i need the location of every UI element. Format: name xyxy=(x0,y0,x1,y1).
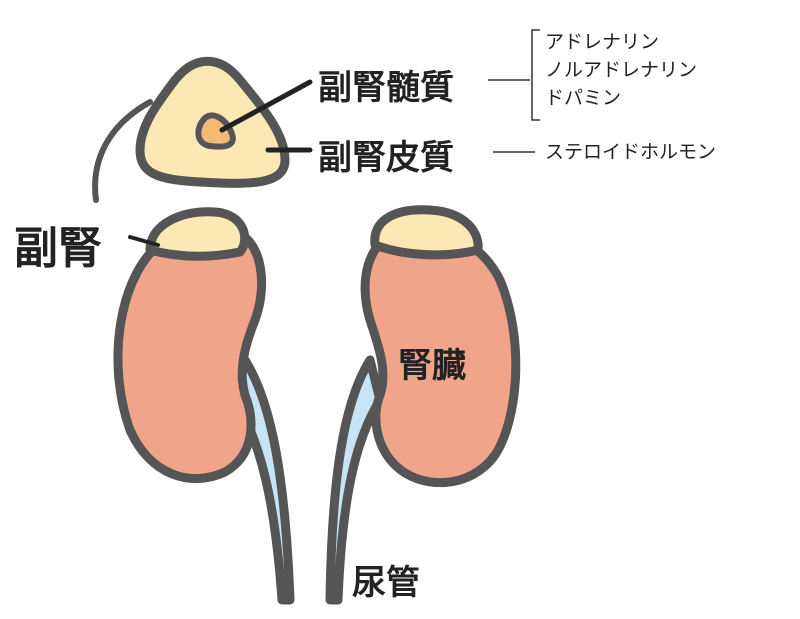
medulla-hormone-list: アドレナリン ノルアドレナリン ドパミン xyxy=(545,28,697,112)
left-kidney xyxy=(113,223,267,484)
adrenal-cortex-label: 副腎皮質 xyxy=(318,138,454,178)
adrenal-medulla-label: 副腎髄質 xyxy=(318,68,454,108)
adrenal-label: 副腎 xyxy=(14,223,102,274)
left-adrenal xyxy=(145,207,250,261)
ureter-label: 尿管 xyxy=(352,563,420,603)
adrenal-medulla xyxy=(195,112,236,150)
hormone-item: ノルアドレナリン xyxy=(545,59,698,81)
cortex-hormone: ステロイドホルモン xyxy=(545,141,717,163)
hormone-item: アドレナリン xyxy=(545,31,660,53)
right-kidney xyxy=(360,225,521,488)
kidney-label: 腎臓 xyxy=(398,346,466,386)
right-ureter xyxy=(325,355,385,605)
hormone-item: ドパミン xyxy=(545,87,622,109)
right-adrenal xyxy=(370,205,483,260)
